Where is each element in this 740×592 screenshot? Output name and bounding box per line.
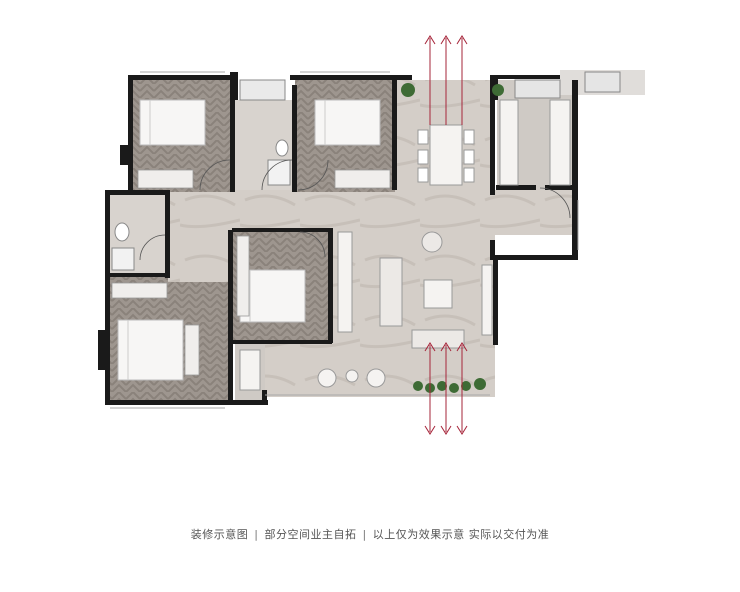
caption-separator: | bbox=[362, 528, 367, 541]
sink-icon bbox=[111, 247, 135, 271]
plant-icon bbox=[461, 381, 471, 391]
plants bbox=[401, 83, 504, 393]
dining-table bbox=[429, 124, 463, 186]
windows bbox=[110, 71, 579, 409]
door-swing-icon bbox=[297, 159, 329, 191]
bed-icon bbox=[239, 269, 306, 323]
caption-part-3: 以上仅为效果示意 实际以交付为准 bbox=[372, 528, 550, 541]
door-swing-icon bbox=[199, 159, 231, 191]
plant-icon bbox=[492, 84, 504, 96]
sofa-icon bbox=[411, 329, 465, 349]
balcony-furniture bbox=[239, 349, 386, 391]
door-swing-icon bbox=[539, 187, 571, 219]
chair-icon bbox=[417, 129, 429, 145]
bathroom-fixtures bbox=[111, 79, 291, 271]
tv-cabinet bbox=[337, 231, 353, 333]
toilet-icon bbox=[114, 222, 130, 242]
chair-icon bbox=[345, 369, 359, 383]
dining-set bbox=[417, 124, 475, 186]
chair-icon bbox=[366, 368, 386, 388]
plant-icon bbox=[474, 378, 486, 390]
bed-icon bbox=[314, 99, 381, 146]
beds bbox=[117, 99, 381, 381]
ventilation-arrow-icon bbox=[424, 342, 468, 435]
wardrobes bbox=[111, 169, 391, 376]
chair-icon bbox=[421, 231, 443, 253]
corridor-left-floor bbox=[168, 232, 233, 282]
washing-machine bbox=[239, 349, 261, 391]
door-swings bbox=[139, 159, 571, 261]
bed-icon bbox=[117, 319, 184, 381]
ventilation-arrow-icon bbox=[424, 35, 468, 125]
side-cabinet bbox=[481, 264, 493, 336]
chair-icon bbox=[417, 167, 429, 183]
plant-icon bbox=[437, 381, 447, 391]
shower-area bbox=[239, 79, 286, 101]
caption-part-1: 装修示意图 bbox=[190, 528, 249, 541]
plan-caption: 装修示意图 | 部分空间业主自拓 | 以上仅为效果示意 实际以交付为准 bbox=[0, 526, 740, 542]
toilet-icon bbox=[275, 139, 289, 157]
walls bbox=[98, 72, 578, 405]
chair-icon bbox=[317, 368, 337, 388]
chair-icon bbox=[417, 149, 429, 165]
chair-icon bbox=[463, 149, 475, 165]
door-swing-icon bbox=[261, 159, 293, 191]
caption-separator: | bbox=[254, 528, 259, 541]
chair-icon bbox=[463, 167, 475, 183]
door-swing-icon bbox=[299, 231, 326, 258]
kitchen bbox=[499, 71, 621, 186]
door-swing-icon bbox=[139, 234, 166, 261]
coffee-table bbox=[423, 279, 453, 309]
ventilation-arrows bbox=[424, 35, 468, 435]
sink-icon bbox=[267, 159, 291, 186]
plant-icon bbox=[401, 83, 415, 97]
living-room bbox=[337, 231, 493, 349]
plant-icon bbox=[449, 383, 459, 393]
plant-icon bbox=[413, 381, 423, 391]
chair-icon bbox=[463, 129, 475, 145]
sofa-icon bbox=[379, 257, 403, 327]
bed-icon bbox=[139, 99, 206, 146]
caption-part-2: 部分空间业主自拓 bbox=[264, 528, 357, 541]
